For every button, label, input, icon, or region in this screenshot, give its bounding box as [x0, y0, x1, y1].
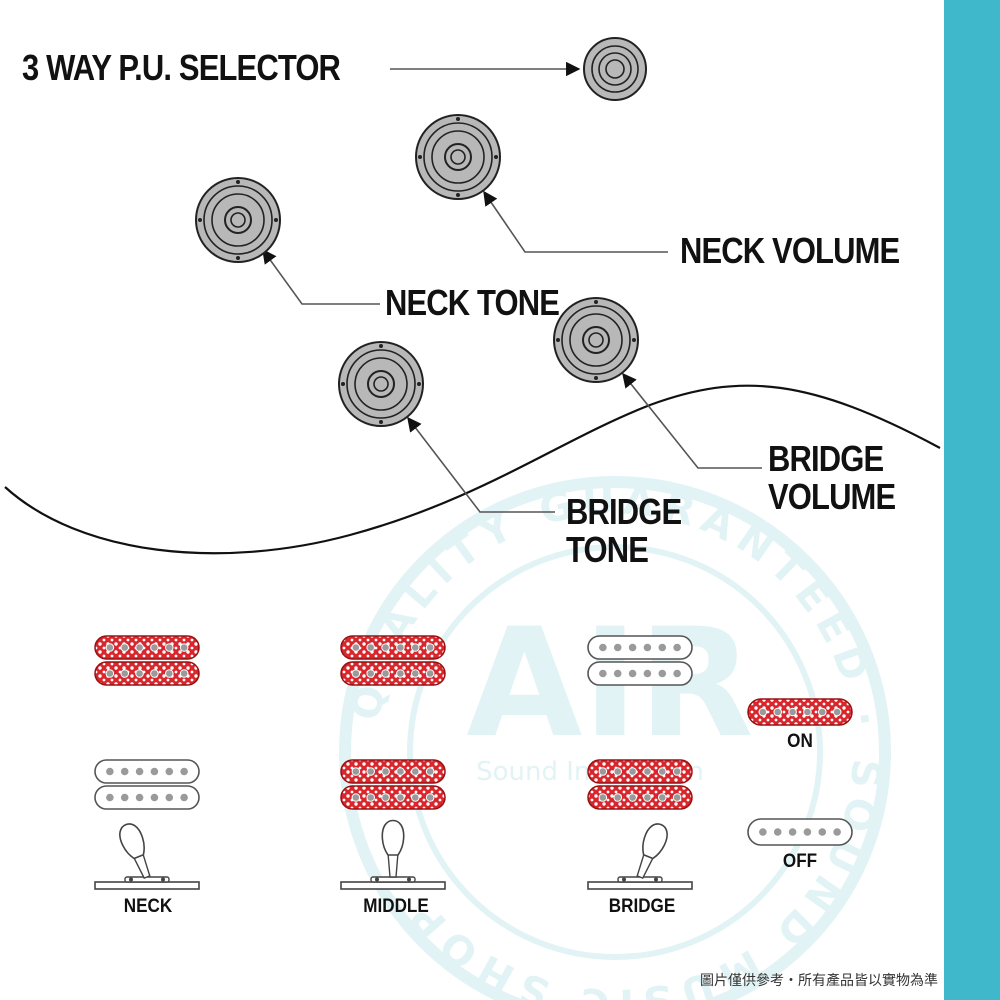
- disclaimer: 圖片僅供參考・所有產品皆以實物為準: [700, 973, 938, 989]
- toggle-switch-neck: [94, 823, 200, 890]
- position-middle: [340, 635, 446, 890]
- bridge-volume-label-line2: VOLUME: [768, 476, 896, 517]
- selector-knob: [583, 37, 647, 101]
- neck-pickup-middle-coil-bottom: [340, 661, 446, 686]
- neck-pickup-neck: [94, 635, 200, 686]
- neck-pickup-bridge: [587, 635, 693, 686]
- bridge-pickup-neck: [94, 759, 200, 810]
- bridge-pickup-middle-coil-bottom: [340, 785, 446, 810]
- neck-volume-leader: [483, 190, 668, 253]
- legend-on-coil: [747, 698, 853, 726]
- bridge-pickup-middle: [340, 759, 446, 810]
- bridge-pickup-neck-coil-bottom: [94, 785, 200, 810]
- bridge-tone-knob: [338, 341, 424, 427]
- position-label-neck: NECK: [123, 896, 173, 917]
- bridge-volume-label-line1: BRIDGE: [768, 438, 884, 479]
- bridge-volume-label: BRIDGE VOLUME: [768, 438, 896, 517]
- leader-lines: [262, 61, 762, 513]
- toggle-switch-middle: [340, 819, 446, 890]
- neck-volume-knob: [415, 114, 501, 200]
- neck-volume-label: NECK VOLUME: [680, 230, 900, 271]
- position-label-middle: MIDDLE: [363, 896, 429, 917]
- bridge-volume-leader: [622, 372, 762, 469]
- bridge-tone-label-line1: BRIDGE: [566, 491, 682, 532]
- bridge-pickup-bridge-coil-bottom: [587, 785, 693, 810]
- watermark-inner-ring: [407, 544, 823, 960]
- position-neck: [94, 635, 200, 890]
- bridge-pickup-bridge: [587, 759, 693, 810]
- side-bar: [944, 0, 1000, 1000]
- neck-pickup-middle-coil-top: [340, 635, 446, 660]
- neck-tone-knob: [195, 177, 281, 263]
- legend-off-label: OFF: [782, 851, 818, 872]
- bridge-volume-knob: [553, 297, 639, 383]
- neck-pickup-bridge-coil-top: [587, 635, 693, 660]
- neck-pickup-bridge-coil-bottom: [587, 661, 693, 686]
- bridge-tone-label-line2: TONE: [566, 529, 649, 570]
- pickup-legend: [747, 698, 853, 846]
- bridge-pickup-neck-coil-top: [94, 759, 200, 784]
- neck-tone-label: NECK TONE: [385, 282, 560, 323]
- selector-label: 3 WAY P.U. SELECTOR: [22, 47, 341, 88]
- toggle-switch-bridge: [587, 823, 693, 890]
- switch-positions: [94, 635, 693, 890]
- neck-pickup-neck-coil-top: [94, 635, 200, 660]
- watermark-outer-ring: [339, 476, 891, 1000]
- legend-on-label: ON: [787, 731, 813, 752]
- neck-pickup-middle: [340, 635, 446, 686]
- bridge-pickup-middle-coil-top: [340, 759, 446, 784]
- body-outline: [4, 384, 941, 555]
- neck-tone-leader: [262, 248, 380, 305]
- neck-pickup-neck-coil-bottom: [94, 661, 200, 686]
- bridge-tone-leader: [407, 416, 555, 513]
- bridge-pickup-bridge-coil-top: [587, 759, 693, 784]
- bridge-tone-label: BRIDGE TONE: [566, 491, 682, 570]
- legend-off-coil: [747, 818, 853, 846]
- position-bridge: [587, 635, 693, 890]
- wiring-diagram: QUALITY GUARANTEED · SOUND MUSIC SHOP AI…: [4, 37, 941, 1000]
- position-label-bridge: BRIDGE: [608, 896, 676, 917]
